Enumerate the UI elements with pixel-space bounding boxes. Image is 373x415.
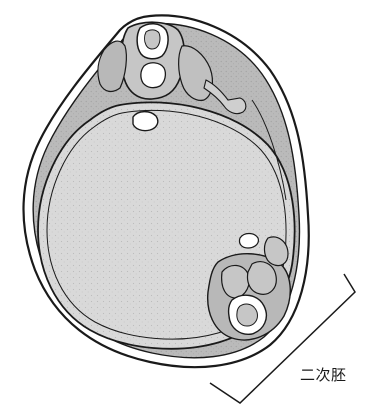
secondary-embryo-lobe-2 <box>248 262 277 295</box>
secondary-embryo-core-inner <box>237 304 258 326</box>
radicle <box>141 63 166 88</box>
oil-body-lower <box>239 234 258 249</box>
secondary-embryo-lobe-1 <box>222 265 250 298</box>
plumule-inner <box>145 30 161 49</box>
oil-body-top <box>133 112 158 131</box>
secondary-embryo-label: 二次胚 <box>300 364 347 385</box>
scutellum-left <box>98 41 126 91</box>
